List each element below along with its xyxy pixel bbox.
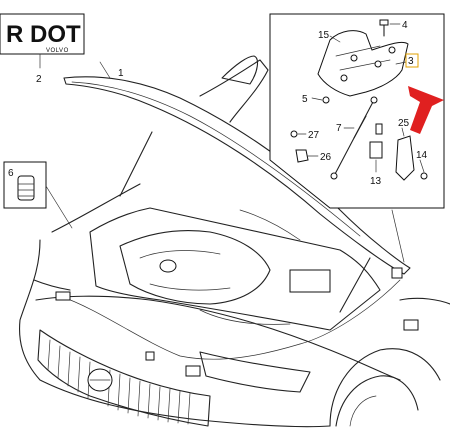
callout-27: 27	[308, 130, 320, 141]
callout-25: 25	[398, 118, 410, 129]
battery-box	[289, 269, 331, 293]
callout-26: 26	[320, 152, 332, 163]
callout-3: 3	[408, 56, 414, 67]
oil-cap	[159, 259, 177, 273]
callout-5: 5	[302, 94, 308, 105]
callout-13: 13	[370, 176, 382, 187]
bump-stop-part: 6	[3, 161, 73, 229]
callout-4: 4	[402, 20, 408, 31]
callout-15: 15	[318, 30, 330, 41]
engine-bay	[55, 131, 403, 377]
car-body: 1	[19, 55, 450, 428]
badge-part: R DOT VOLVO 2	[0, 13, 85, 85]
hinge-inset: 4 15 3 5 7 13 25 14 27	[269, 13, 445, 263]
highlight-arrow	[408, 86, 444, 134]
callout-6: 6	[8, 168, 14, 179]
grille-bars	[47, 339, 191, 425]
badge-text: R DOT	[6, 21, 81, 48]
callout-3-box	[405, 53, 419, 68]
badge-subtext: VOLVO	[46, 48, 69, 54]
callout-14: 14	[416, 150, 428, 161]
callout-2: 2	[36, 74, 42, 85]
side-marker	[403, 319, 419, 331]
callout-1: 1	[118, 68, 124, 79]
callout-7: 7	[336, 123, 342, 134]
